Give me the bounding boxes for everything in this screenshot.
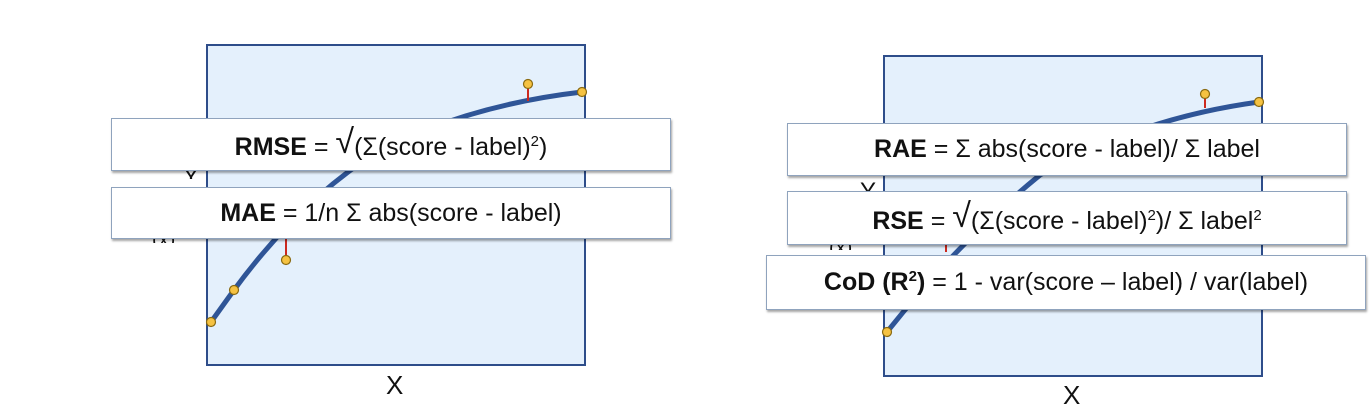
rse-name: RSE	[872, 206, 924, 235]
cod-name: CoD (R2)	[823, 268, 926, 296]
right-y-axis-fragment: Y	[860, 178, 877, 193]
cod-body: = 1 - var(score – label) / var(label)	[932, 268, 1309, 296]
right-data-point	[881, 326, 893, 338]
rmse-formula-box: RMSE = √(Σ(score - label)2)	[111, 118, 671, 171]
left-data-point	[280, 254, 292, 266]
rse-equals: =	[930, 206, 946, 235]
left-data-point	[205, 316, 217, 328]
rmse-name: RMSE	[234, 133, 307, 161]
left-data-point	[522, 78, 534, 90]
rse-mid: )/ Σ label	[1155, 206, 1254, 235]
rmse-equals: =	[313, 133, 329, 161]
left-data-point	[228, 284, 240, 296]
sqrt-symbol: √	[952, 196, 971, 235]
cod-formula-box: CoD (R2) = 1 - var(score – label) / var(…	[766, 255, 1366, 310]
rae-formula-box: RAE = Σ abs(score - label)/ Σ label	[787, 123, 1347, 176]
rse-exponent-2: 2	[1253, 206, 1262, 224]
rae-body: = Σ abs(score - label)/ Σ label	[933, 135, 1260, 163]
rse-exponent: 2	[1147, 206, 1156, 224]
mae-name: MAE	[220, 198, 276, 227]
rae-name: RAE	[874, 135, 927, 163]
right-data-point	[1199, 88, 1211, 100]
right-data-point	[1253, 96, 1265, 108]
mae-formula-box: MAE = 1/n Σ abs(score - label)	[111, 187, 671, 239]
left-x-axis-label: X	[386, 370, 404, 400]
left-data-point	[576, 86, 588, 98]
rse-formula-box: RSE = √(Σ(score - label)2)/ Σ label2	[787, 191, 1347, 245]
rse-body: (Σ(score - label)	[970, 206, 1148, 235]
rmse-close: )	[539, 133, 548, 161]
rmse-exponent: 2	[530, 133, 540, 150]
mae-body: = 1/n Σ abs(score - label)	[282, 198, 562, 227]
rmse-body: (Σ(score - label)	[354, 133, 531, 161]
sqrt-symbol: √	[335, 123, 355, 161]
right-x-axis-label: X	[1063, 380, 1081, 410]
